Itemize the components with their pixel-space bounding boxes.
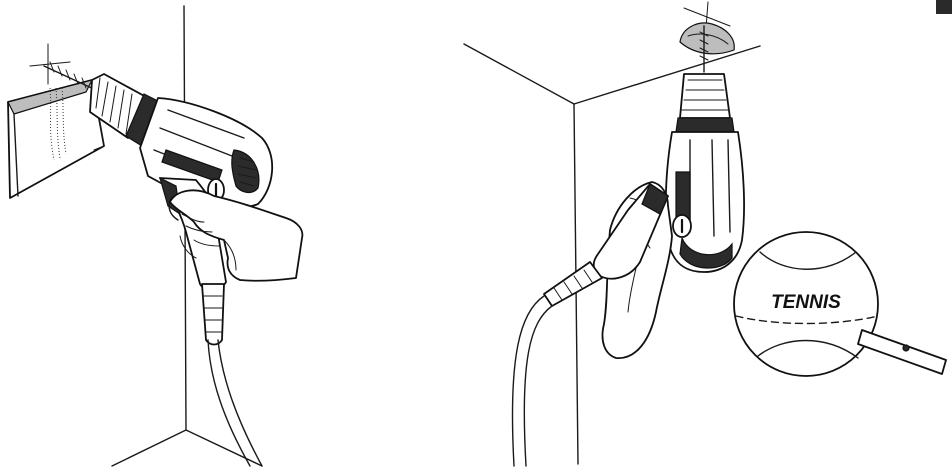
crosshair-marker-left [30,44,70,84]
dust-bag-icon [8,80,104,198]
right-scene: TENNIS [464,2,946,466]
drill-icon-right [666,74,744,272]
tennis-label: TENNIS [771,292,841,313]
tennis-ball-detail: TENNIS [734,232,946,376]
tennis-ball-icon [680,23,734,54]
power-cord-left [208,340,262,466]
power-cord-right [512,296,552,466]
left-scene [8,6,302,466]
